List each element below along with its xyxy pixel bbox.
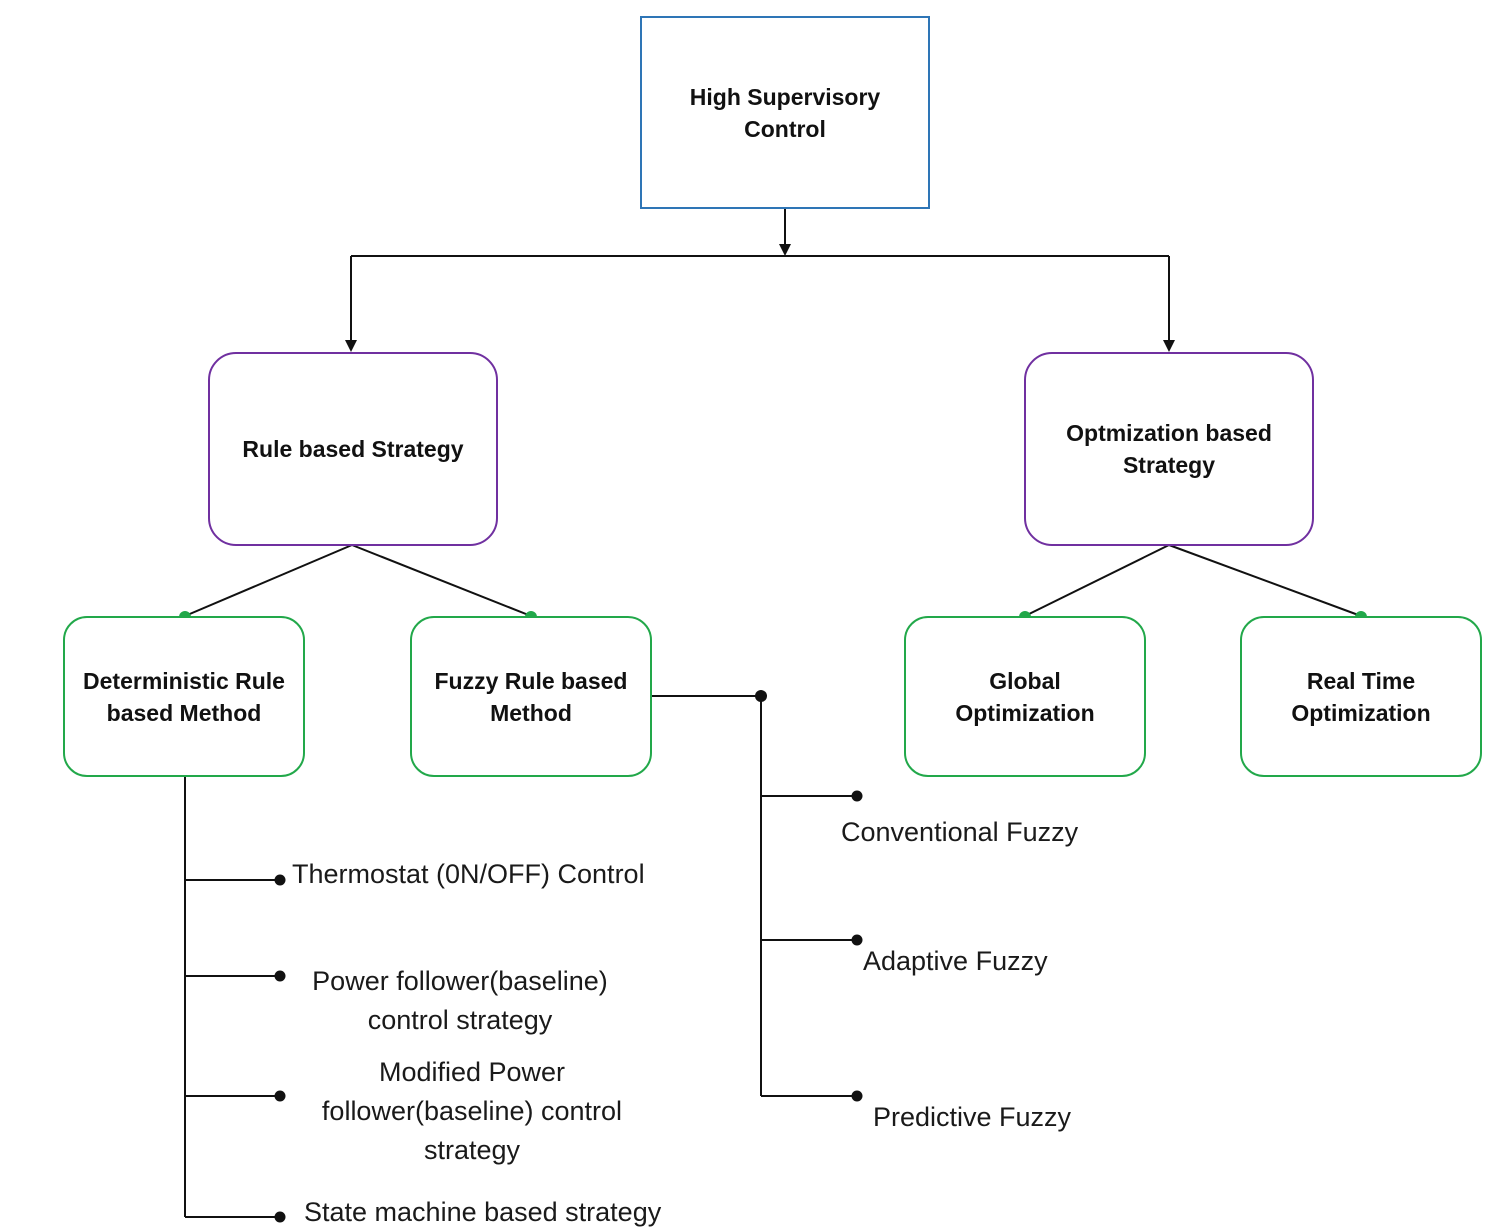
rule-to-deterministic-line — [184, 544, 353, 617]
fuzzy-bullet-3 — [851, 1090, 863, 1102]
global-optimization-box: Global Optimization — [904, 616, 1146, 777]
global-optimization-label: Global Optimization — [955, 667, 1095, 726]
fuzzy-rule-method-label: Fuzzy Rule based Method — [434, 667, 628, 726]
fuzzy-rule-method-box: Fuzzy Rule based Method — [410, 616, 652, 777]
optimization-to-global-line — [1024, 544, 1170, 617]
deterministic-rule-method-label: Deterministic Rule based Method — [83, 667, 285, 726]
deterministic-bullet-4 — [274, 1211, 286, 1223]
optimization-based-strategy-label: Optmization based Strategy — [1066, 420, 1272, 478]
rule-to-fuzzy-line — [351, 544, 532, 617]
predictive-fuzzy-item: Predictive Fuzzy — [873, 1102, 1072, 1132]
modified-power-follower-item: Modified Power follower(baseline) contro… — [321, 1057, 623, 1165]
fuzzy-bullet-2 — [851, 934, 863, 946]
conventional-fuzzy-item: Conventional Fuzzy — [841, 817, 1079, 847]
optimization-to-realtime-line — [1168, 544, 1362, 617]
rule-based-strategy-label: Rule based Strategy — [242, 436, 464, 462]
thermostat-control-item: Thermostat (0N/OFF) Control — [292, 859, 645, 889]
fuzzy-junction-dot — [755, 690, 767, 702]
high-supervisory-control-label: High Supervisory Control — [689, 83, 881, 142]
rule-based-strategy-box: Rule based Strategy — [208, 352, 498, 546]
fuzzy-bullet-1 — [851, 790, 863, 802]
deterministic-bullet-3 — [274, 1090, 286, 1102]
real-time-optimization-label: Real Time Optimization — [1291, 667, 1431, 726]
optimization-based-strategy-box: Optmization based Strategy — [1024, 352, 1314, 546]
high-supervisory-control-box: High Supervisory Control — [640, 16, 930, 209]
deterministic-bullet-2 — [274, 970, 286, 982]
deterministic-rule-method-box: Deterministic Rule based Method — [63, 616, 305, 777]
adaptive-fuzzy-item: Adaptive Fuzzy — [863, 946, 1048, 976]
power-follower-item: Power follower(baseline) control strateg… — [312, 966, 608, 1035]
deterministic-bullet-1 — [274, 874, 286, 886]
real-time-optimization-box: Real Time Optimization — [1240, 616, 1482, 777]
state-machine-item: State machine based strategy — [304, 1197, 662, 1227]
